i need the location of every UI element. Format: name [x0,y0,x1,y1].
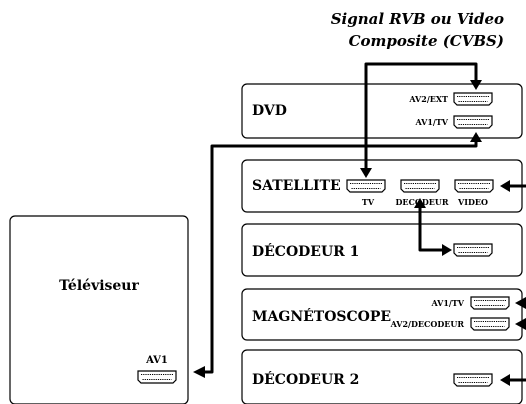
wire-satellite-decoder-to-decoder1 [418,204,444,252]
vcr-label: MAGNÉTOSCOPE [252,307,391,325]
wire-tv-to-dvd-av1 [205,138,478,374]
satellite-label: SATELLITE [252,178,341,194]
wire-caption-to-dvd-av2 [364,62,478,174]
decoder1-scart-icon [453,243,493,257]
arrow-head-icon [470,132,482,142]
satellite-port-tv-label: TV [362,197,375,207]
arrow-head-icon [515,318,526,330]
satellite-video-scart-icon [454,179,494,193]
arrow-head-icon [500,374,510,386]
caption-line-1: Signal RVB ou Video [331,10,504,28]
dvd-av1-scart-icon [453,115,493,129]
satellite-decoder-scart-icon [400,179,440,193]
satellite-port-video-label: VIDEO [457,197,488,207]
vcr-port-av2-label: AV2/DECODEUR [390,319,465,329]
caption-line-2: Composite (CVBS) [349,32,504,50]
tv-box: Téléviseur AV1 [9,215,189,404]
dvd-port-av2-label: AV2/EXT [408,94,448,104]
decoder1-box: DÉCODEUR 1 [241,223,523,277]
arrow-head-icon [414,198,426,208]
dvd-box: DVD AV2/EXT AV1/TV [241,83,523,139]
decoder2-box: DÉCODEUR 2 [241,349,523,404]
vcr-av2-scart-icon [470,317,510,331]
arrow-head-icon [442,244,452,256]
tv-av1-scart-icon [137,370,177,384]
arrow-head-icon [515,297,526,309]
arrow-head-icon [470,80,482,90]
dvd-port-av1-label: AV1/TV [415,117,449,127]
decoder2-label: DÉCODEUR 2 [252,370,359,388]
vcr-av1-scart-icon [470,296,510,310]
arrow-head-icon [360,168,372,178]
arrow-head-icon [500,180,510,192]
tv-port-av1-label: AV1 [145,355,168,366]
decoder1-label: DÉCODEUR 1 [252,242,359,260]
decoder2-scart-icon [453,373,493,387]
dvd-av2-scart-icon [453,92,493,106]
satellite-tv-scart-icon [346,179,386,193]
vcr-box: MAGNÉTOSCOPE AV1/TV AV2/DECODEUR [241,288,523,341]
dvd-label: DVD [252,103,287,119]
arrow-head-icon [193,366,205,378]
vcr-port-av1-label: AV1/TV [431,298,465,308]
tv-label: Téléviseur [59,278,139,294]
